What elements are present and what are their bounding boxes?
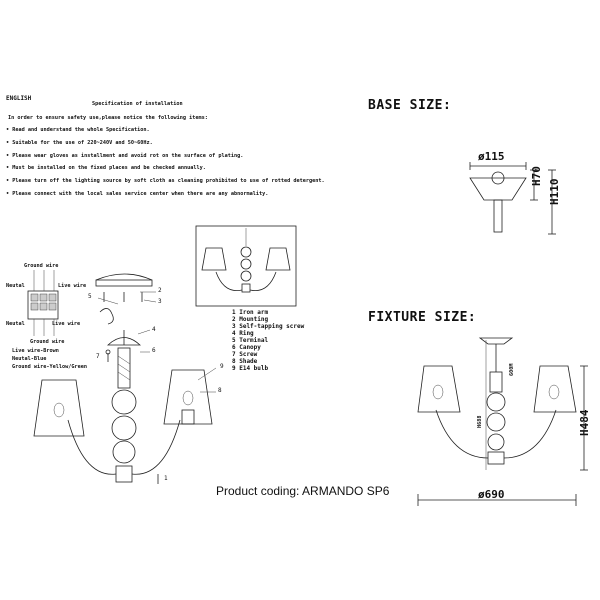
instructions-heading: Specification of installation: [92, 101, 183, 107]
part-item: 5 Terminal: [232, 337, 269, 344]
callout-7: 7: [96, 353, 100, 360]
base-diameter-label: ø115: [478, 150, 505, 163]
wiring-live-top: Live wire: [58, 283, 87, 289]
callout-1: 1: [164, 475, 168, 482]
instruction-text: Must be installed on the fixed places an…: [12, 165, 206, 172]
wiring-live-bottom: Live wire: [52, 321, 81, 327]
part-item: 6 Canopy: [232, 344, 261, 351]
wiring-neutral-top: Neutal: [6, 283, 25, 289]
callout-6: 6: [152, 347, 156, 354]
wiring-ground-bottom: Ground wire: [30, 339, 65, 345]
instruction-text: Suitable for the use of 220~240V and 50~…: [12, 139, 153, 146]
part-item: 2 Mounting: [232, 316, 269, 323]
wiring-ground-top: Ground wire: [24, 263, 59, 269]
wiring-neutral-bottom: Neutal: [6, 321, 25, 327]
part-item: 8 Shade: [232, 358, 258, 365]
instruction-item: • Please connect with the local sales se…: [6, 190, 269, 197]
wire-color-live: Live wire-Brown: [12, 348, 59, 354]
instructions-intro: In order to ensure safety use,please not…: [8, 115, 208, 121]
product-coding: Product coding: ARMANDO SP6: [216, 484, 390, 498]
instruction-item: • Suitable for the use of 220~240V and 5…: [6, 139, 153, 146]
instruction-text: Read and understand the whole Specificat…: [12, 127, 150, 133]
instruction-item: • Please turn off the lighting source by…: [6, 178, 325, 185]
part-item: 3 Self-tapping screw: [232, 323, 305, 330]
callout-8: 8: [218, 387, 222, 394]
part-item: 1 Iron arm: [232, 309, 269, 316]
callout-2: 2: [158, 287, 162, 294]
callout-3: 3: [158, 298, 162, 305]
language-label: ENGLISH: [6, 95, 32, 102]
parts-legend: 1 Iron arm 2 Mounting 3 Self-tapping scr…: [232, 309, 304, 372]
instruction-item: • Please wear gloves as installment and …: [6, 152, 244, 159]
wire-color-ground: Ground wire-Yellow/Green: [12, 364, 87, 370]
callout-9: 9: [220, 363, 224, 370]
callout-4: 4: [152, 326, 156, 333]
instruction-text: Please wear gloves as installment and av…: [12, 152, 244, 159]
fixture-diameter-label: ø690: [478, 488, 505, 501]
callout-5: 5: [88, 293, 92, 300]
instruction-text: Please connect with the local sales serv…: [12, 190, 269, 197]
instruction-item: • Must be installed on the fixed places …: [6, 165, 206, 172]
part-item: 7 Screw: [232, 351, 258, 358]
wire-color-neutral: Neutal-Blue: [12, 356, 47, 362]
instruction-item: • Read and understand the whole Specific…: [6, 127, 150, 133]
part-item: 4 Ring: [232, 330, 254, 337]
instruction-text: Please turn off the lighting source by s…: [12, 178, 325, 185]
base-size-title: BASE SIZE:: [368, 98, 452, 113]
instructions-list: • Read and understand the whole Specific…: [6, 127, 325, 205]
part-item: 9 E14 bulb: [232, 365, 269, 372]
fixture-size-title: FIXTURE SIZE:: [368, 310, 477, 325]
